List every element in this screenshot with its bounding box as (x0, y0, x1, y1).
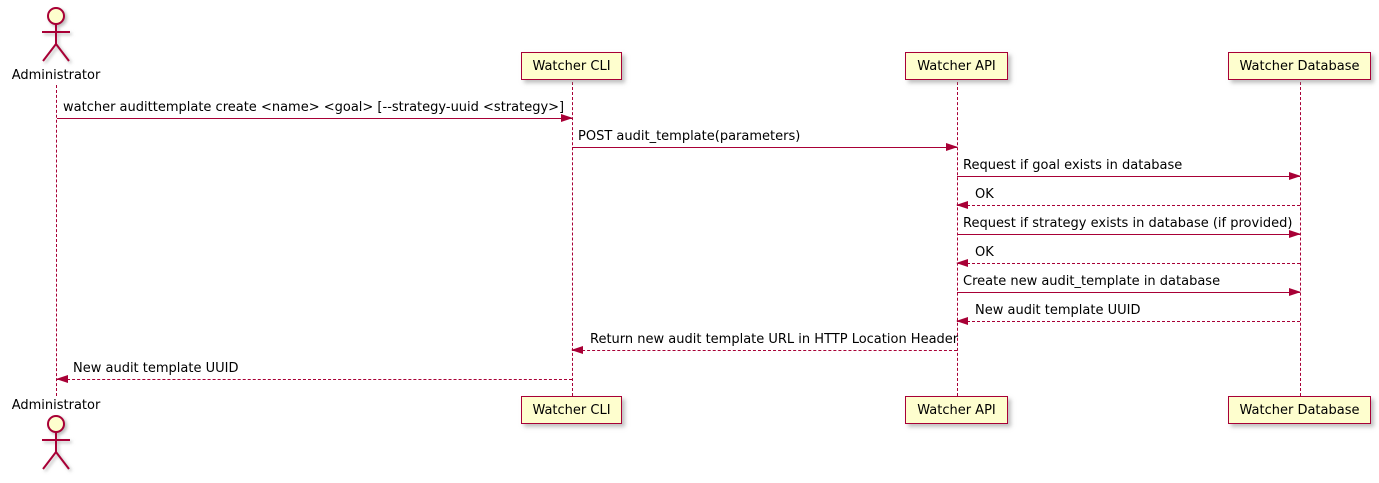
message-label: Request if strategy exists in database (… (963, 216, 1293, 231)
participant-watcher-database-bottom: Watcher Database (1228, 396, 1371, 424)
lifeline-watcher-cli (572, 82, 573, 396)
arrowhead-right-icon (561, 114, 573, 122)
message-label: OK (975, 187, 994, 202)
participant-label: Watcher CLI (532, 402, 611, 418)
actor-icon (42, 415, 70, 470)
message-request-goal-exists: Request if goal exists in database (957, 158, 1301, 180)
participant-watcher-cli-bottom: Watcher CLI (521, 396, 622, 424)
message-return-url: Return new audit template URL in HTTP Lo… (571, 332, 959, 354)
participant-watcher-api-top: Watcher API (905, 52, 1008, 80)
message-label: Request if goal exists in database (963, 158, 1183, 173)
lifeline-watcher-api (957, 82, 958, 396)
message-arrow (957, 288, 1301, 296)
participant-watcher-database-top: Watcher Database (1228, 52, 1371, 80)
message-label: New audit template UUID (73, 361, 239, 376)
message-label: Create new audit_template in database (963, 274, 1221, 289)
message-new-uuid-from-db: New audit template UUID (956, 303, 1300, 325)
message-label: OK (975, 245, 994, 260)
participant-label: Watcher CLI (532, 58, 611, 74)
arrowhead-left-icon (571, 346, 583, 354)
actor-label: Administrator (11, 68, 101, 83)
arrowhead-right-icon (946, 143, 958, 151)
message-arrow (56, 375, 572, 383)
actor-icon (42, 7, 70, 62)
message-arrow (957, 230, 1301, 238)
message-label: POST audit_template(parameters) (578, 129, 801, 144)
message-arrow (957, 172, 1301, 180)
message-strategy-ok: OK (956, 245, 1300, 267)
message-label: Return new audit template URL in HTTP Lo… (590, 332, 959, 347)
lifeline-administrator (56, 85, 57, 396)
participant-label: Watcher API (917, 402, 996, 418)
arrowhead-right-icon (1289, 230, 1301, 238)
participant-label: Watcher API (917, 58, 996, 74)
lifeline-watcher-database (1300, 82, 1301, 396)
arrowhead-right-icon (1289, 288, 1301, 296)
participant-label: Watcher Database (1239, 58, 1360, 74)
participant-watcher-api-bottom: Watcher API (905, 396, 1008, 424)
participant-label: Watcher Database (1239, 402, 1360, 418)
arrowhead-left-icon (56, 375, 68, 383)
message-create-in-database: Create new audit_template in database (957, 274, 1301, 296)
message-arrow (57, 114, 573, 122)
message-post-audit-template: POST audit_template(parameters) (572, 129, 958, 151)
message-request-strategy-exists: Request if strategy exists in database (… (957, 216, 1301, 238)
message-arrow (956, 201, 1300, 209)
message-arrow (956, 259, 1300, 267)
message-arrow (572, 143, 958, 151)
arrowhead-left-icon (956, 259, 968, 267)
arrowhead-right-icon (1289, 172, 1301, 180)
message-arrow (956, 317, 1300, 325)
message-new-uuid-to-admin: New audit template UUID (56, 361, 572, 383)
message-arrow (571, 346, 957, 354)
actor-label: Administrator (11, 398, 101, 413)
message-label: watcher audittemplate create <name> <goa… (63, 100, 565, 115)
arrowhead-left-icon (956, 317, 968, 325)
participant-watcher-cli-top: Watcher CLI (521, 52, 622, 80)
message-create-audittemplate: watcher audittemplate create <name> <goa… (57, 100, 573, 122)
message-label: New audit template UUID (975, 303, 1141, 318)
arrowhead-left-icon (956, 201, 968, 209)
message-goal-ok: OK (956, 187, 1300, 209)
